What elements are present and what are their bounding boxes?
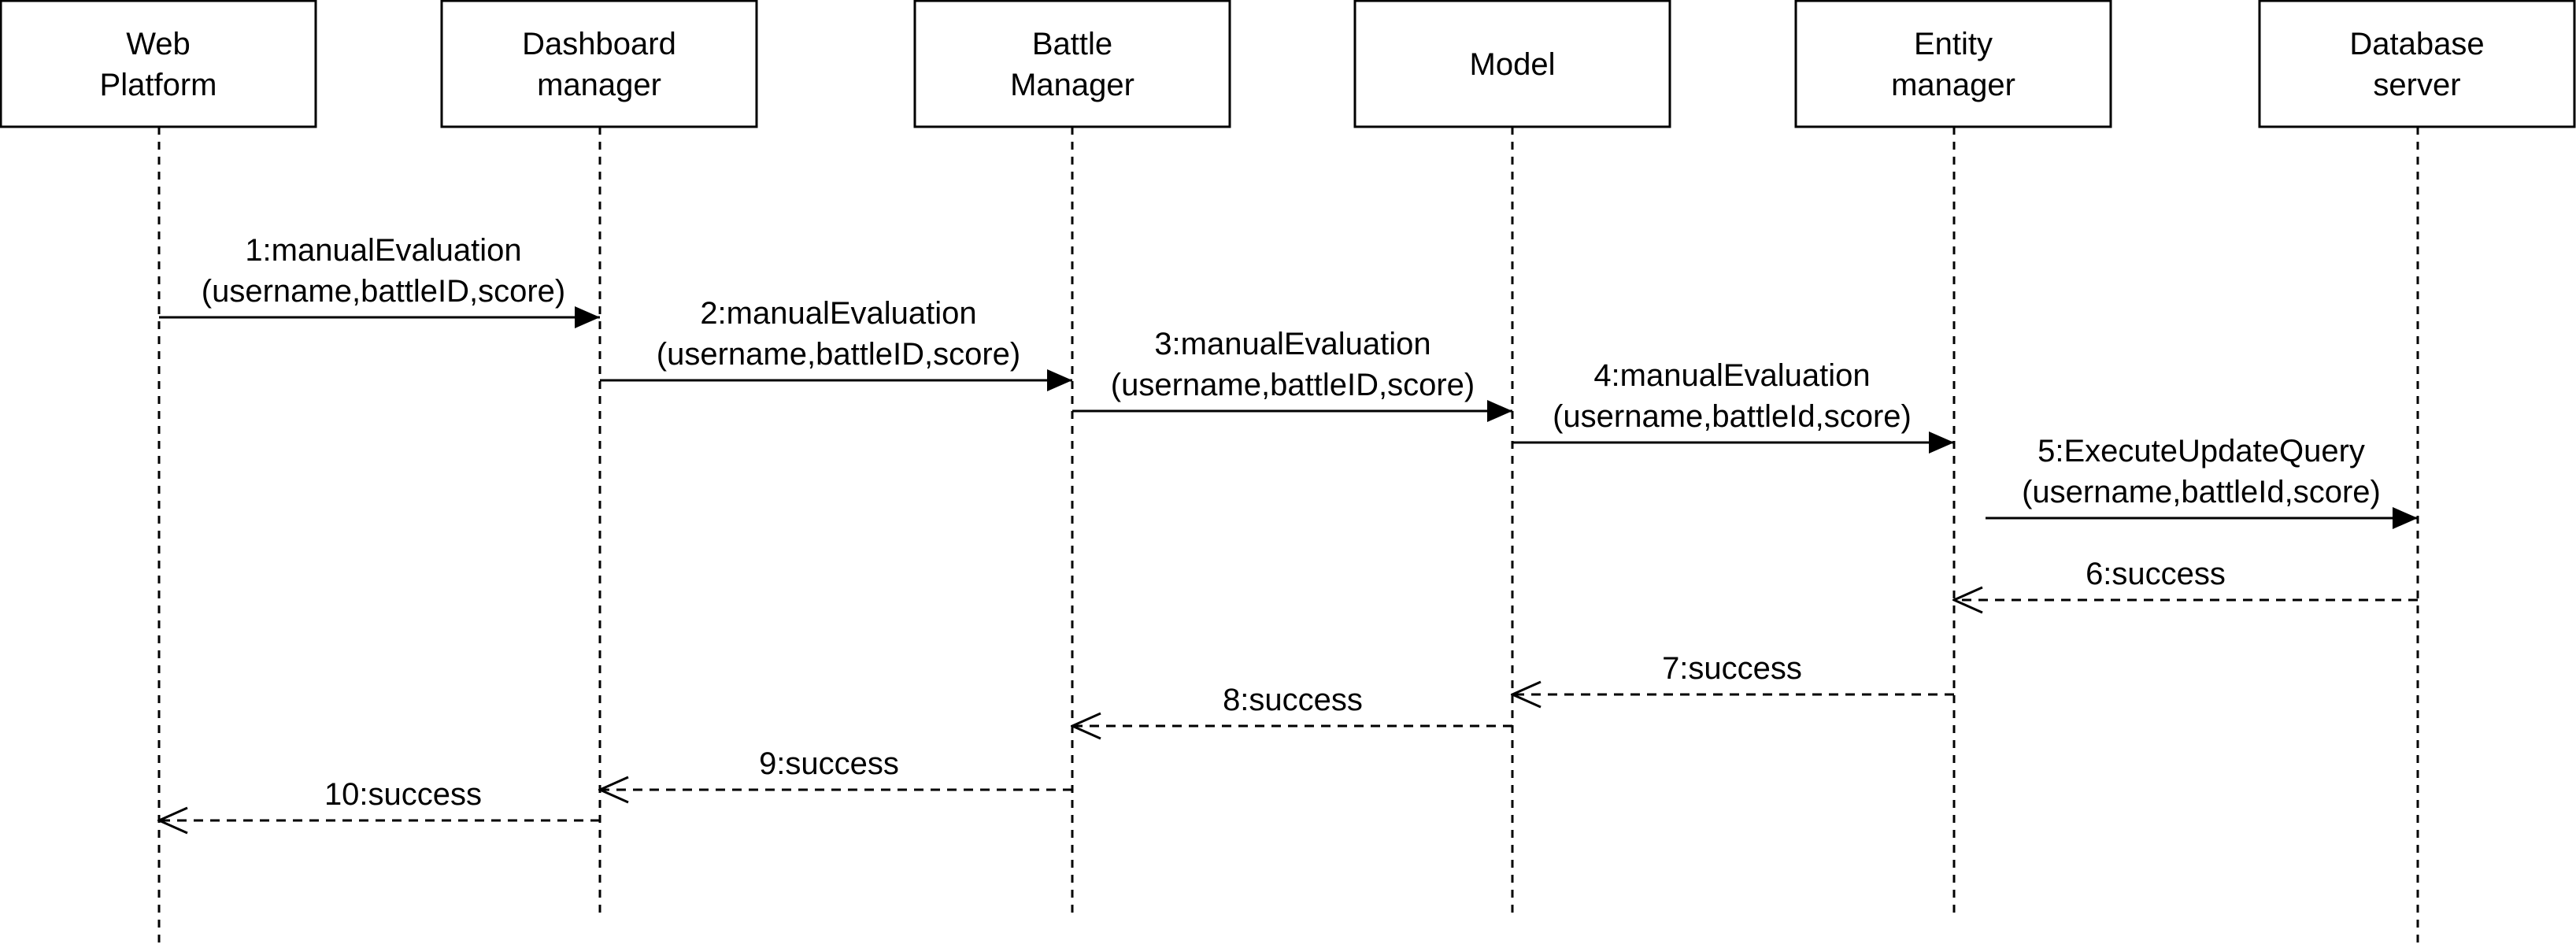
participant-label: server — [2373, 68, 2460, 102]
message-label: 9:success — [759, 746, 899, 781]
message-m1: 1:manualEvaluation (username,battleID,sco… — [159, 233, 600, 328]
message-m6: 6:success — [1954, 557, 2418, 600]
participant-box — [440, 0, 758, 128]
message-label: 5:ExecuteUpdateQuery — [2037, 434, 2365, 468]
message-label: 4:manualEvaluation — [1593, 358, 1870, 393]
message-label: (username,battleID,score) — [1111, 368, 1475, 402]
participant-label: Dashboard — [522, 27, 676, 61]
participant-box — [0, 0, 317, 128]
message-m7: 7:success — [1512, 651, 1954, 694]
participant-entity: Entity manager — [1794, 0, 2112, 128]
participant-label: Manager — [1010, 68, 1134, 102]
message-label: 6:success — [2086, 557, 2226, 591]
message-label: (username,battleID,score) — [202, 274, 565, 309]
message-m4: 4:manualEvaluation (username,battleId,sco… — [1512, 358, 1954, 454]
message-m8: 8:success — [1072, 683, 1512, 726]
message-label: 1:manualEvaluation — [245, 233, 521, 268]
message-label: 8:success — [1223, 683, 1363, 717]
message-m5: 5:ExecuteUpdateQuery (username,battleId,s… — [1986, 434, 2418, 529]
participant-box — [2258, 0, 2576, 128]
message-m2: 2:manualEvaluation (username,battleID,sco… — [600, 296, 1072, 391]
message-label: (username,battleId,score) — [2022, 475, 2381, 509]
message-label: (username,battleID,score) — [657, 337, 1020, 372]
participant-label: Entity — [1914, 27, 1993, 61]
message-m10: 10:success — [159, 777, 600, 820]
participant-dash: Dashboard manager — [440, 0, 758, 128]
participant-label: Platform — [100, 68, 217, 102]
participant-label: manager — [537, 68, 661, 102]
message-label: 2:manualEvaluation — [700, 296, 976, 331]
message-m9: 9:success — [600, 746, 1072, 790]
message-m3: 3:manualEvaluation (username,battleID,sco… — [1072, 327, 1512, 422]
participant-box — [1794, 0, 2112, 128]
participant-label: manager — [1891, 68, 2015, 102]
participant-label: Model — [1470, 47, 1556, 82]
participant-label: Web — [126, 27, 191, 61]
message-label: (username,battleId,score) — [1553, 399, 1912, 434]
participant-label: Database — [2349, 27, 2484, 61]
participant-box — [1353, 0, 1671, 128]
message-label: 7:success — [1662, 651, 1802, 686]
participant-model: Model — [1353, 0, 1671, 128]
message-label: 3:manualEvaluation — [1154, 327, 1430, 361]
participant-label: Battle — [1032, 27, 1112, 61]
message-label: 10:success — [324, 777, 482, 812]
participant-db: Database server — [2258, 0, 2576, 128]
participant-box — [913, 0, 1231, 128]
